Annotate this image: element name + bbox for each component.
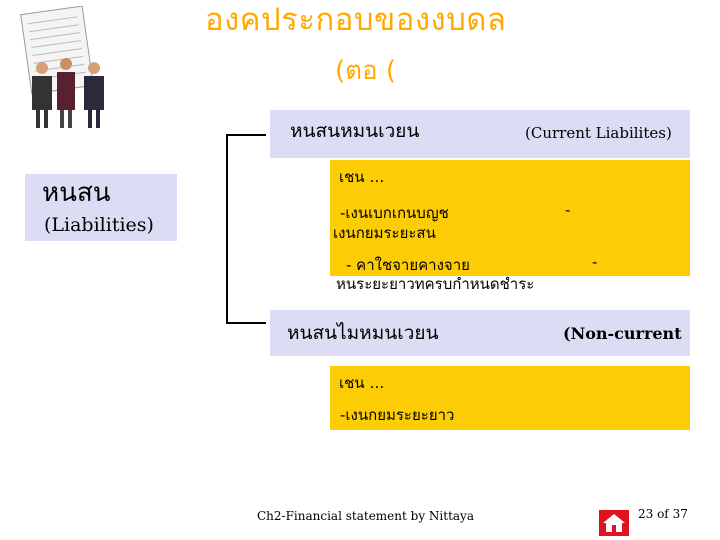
example-line: - — [565, 201, 570, 219]
example-line: หนระยะยาวทครบกำหนดชำระ — [336, 272, 534, 296]
example-line: เชน … — [339, 165, 384, 189]
business-people-clipart — [8, 6, 120, 132]
example-line: เชน … — [339, 371, 384, 395]
example-line: -เงนกยมระยะยาว — [340, 403, 454, 427]
page-number: 23 of 37 — [638, 507, 688, 521]
liabilities-thai-label: หนสน — [42, 172, 111, 213]
slide-title: องคประกอบของงบดล — [205, 0, 506, 44]
current-liabilities-thai: หนสนหมนเวยน — [290, 116, 419, 146]
footer-text: Ch2-Financial statement by Nittaya — [257, 509, 474, 523]
slide-subtitle: (ตอ ( — [335, 50, 396, 91]
home-icon[interactable] — [599, 510, 629, 536]
current-liabilities-english: (Current Liabilites) — [525, 124, 672, 142]
noncurrent-liabilities-english: (Non-current — [563, 324, 682, 343]
example-line: เงนกยมระยะสน — [333, 221, 436, 245]
grouping-bracket — [226, 134, 266, 324]
noncurrent-liabilities-thai: หนสนไมหมนเวยน — [287, 318, 439, 348]
example-line: - — [592, 253, 597, 271]
liabilities-english-label: (Liabilities) — [44, 214, 154, 236]
